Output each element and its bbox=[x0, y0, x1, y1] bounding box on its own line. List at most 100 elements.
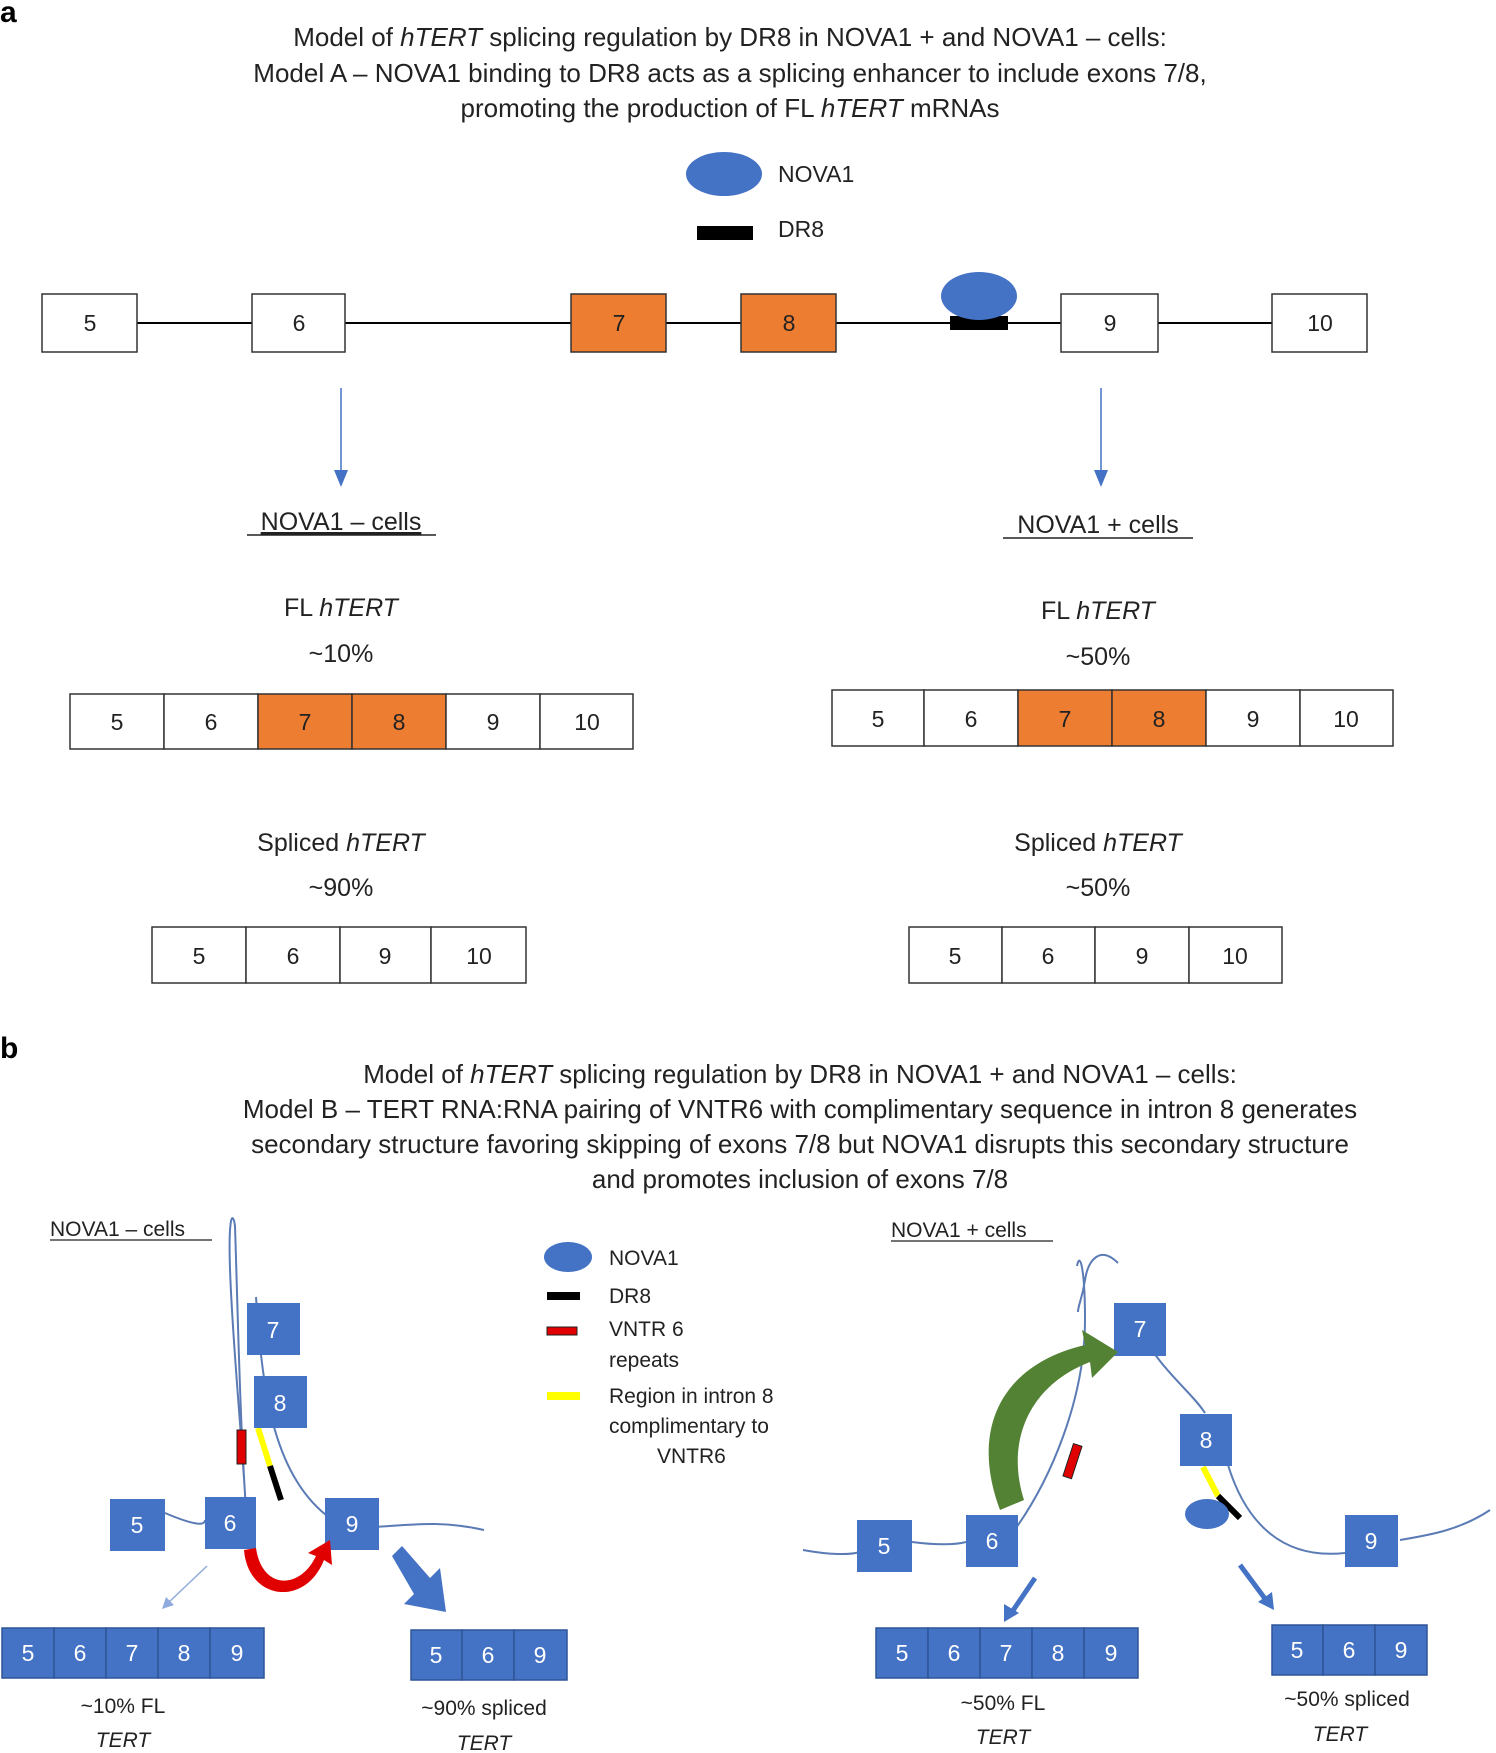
exon-label: 8 bbox=[1052, 1640, 1065, 1666]
panel-b-right-heading: NOVA1 + cells bbox=[891, 1219, 1027, 1242]
exon-label: 9 bbox=[231, 1640, 244, 1666]
b-right-sp-gene: TERT bbox=[1313, 1723, 1370, 1746]
dr8-element bbox=[950, 316, 1008, 330]
b-right-exon-9 bbox=[1345, 1515, 1398, 1567]
exon-label: 5 bbox=[949, 943, 962, 969]
panel-a-left-sp-transcript: 5 6 9 10 bbox=[151, 926, 527, 984]
exon-label: 5 bbox=[131, 1512, 144, 1538]
legend-b-dr8-icon bbox=[547, 1292, 580, 1300]
b-left-exon-6 bbox=[205, 1497, 256, 1549]
b-right-arrow-left bbox=[1009, 1576, 1038, 1614]
panel-a-right-sp-pct: ~50% bbox=[1066, 874, 1131, 902]
b-right-exon-7 bbox=[1114, 1303, 1166, 1356]
exon-label: 6 bbox=[948, 1640, 961, 1666]
exon-label: 10 bbox=[466, 943, 492, 969]
gene-exon-10-label: 10 bbox=[1307, 310, 1333, 336]
b-right-sp-transcript: 5 6 9 bbox=[1271, 1624, 1428, 1676]
b-right-arrow-right bbox=[1237, 1563, 1269, 1602]
panel-a-left-sp-pct: ~90% bbox=[309, 874, 374, 902]
b-right-fl-label: ~50% FL bbox=[961, 1692, 1046, 1715]
exon-label: 9 bbox=[487, 709, 500, 735]
exon-label: 7 bbox=[299, 709, 312, 735]
exon-label: 6 bbox=[986, 1528, 999, 1554]
legend-b-vntr-label1: VNTR 6 bbox=[609, 1318, 684, 1341]
legend-b-region-label2: complimentary to bbox=[609, 1415, 769, 1438]
b-right-fl-transcript: 5 6 7 8 9 bbox=[875, 1627, 1139, 1679]
panel-a-right-fl-title: FL hTERT bbox=[1041, 597, 1157, 625]
b-left-fl-transcript: 5 6 7 8 9 bbox=[1, 1627, 265, 1679]
gene-exon-9-label: 9 bbox=[1104, 310, 1117, 336]
panel-a-left-fl-title: FL hTERT bbox=[284, 594, 400, 622]
panel-a-title-line2: Model A – NOVA1 binding to DR8 acts as a… bbox=[253, 58, 1206, 88]
exon-label: 5 bbox=[111, 709, 124, 735]
gene-exon-10 bbox=[1271, 293, 1368, 353]
panel-a-left-fl-transcript: 5 6 7 8 9 10 bbox=[69, 693, 634, 750]
skip-arrow-red bbox=[244, 1540, 332, 1593]
exon-label: 5 bbox=[193, 943, 206, 969]
panel-b-title-line3: secondary structure favoring skipping of… bbox=[251, 1129, 1349, 1159]
panel-b-label: b bbox=[0, 1032, 18, 1065]
nova1-bound-icon bbox=[941, 272, 1017, 320]
gene-exon-6 bbox=[251, 293, 346, 353]
exon-label: 8 bbox=[1200, 1427, 1213, 1453]
exon-label: 8 bbox=[1153, 706, 1166, 732]
panel-a-right-sp-transcript: 5 6 9 10 bbox=[908, 926, 1283, 984]
exon-label: 6 bbox=[287, 943, 300, 969]
b-right-exon-6 bbox=[966, 1515, 1018, 1567]
exon-label: 6 bbox=[965, 706, 978, 732]
exon-label: 8 bbox=[178, 1640, 191, 1666]
exon-label: 6 bbox=[482, 1642, 495, 1668]
nova1-bound-icon-right bbox=[1185, 1499, 1229, 1529]
b-left-fl-gene: TERT bbox=[96, 1729, 153, 1752]
panel-a-left-fl-pct: ~10% bbox=[309, 640, 374, 668]
b-left-fl-label: ~10% FL bbox=[81, 1695, 166, 1718]
exon-label: 5 bbox=[1291, 1637, 1304, 1663]
panel-b-left-heading: NOVA1 – cells bbox=[50, 1218, 185, 1241]
legend-dr8-icon bbox=[697, 226, 753, 240]
b-left-sp-transcript: 5 6 9 bbox=[410, 1629, 568, 1681]
gene-exon-7-label: 7 bbox=[613, 310, 626, 336]
legend-b-vntr-icon bbox=[546, 1326, 578, 1336]
exon-label: 9 bbox=[534, 1642, 547, 1668]
intron8-region-marker bbox=[255, 1427, 273, 1467]
exon-label: 8 bbox=[393, 709, 406, 735]
vntr6-marker-right bbox=[1062, 1442, 1083, 1480]
gene-exon-9 bbox=[1060, 293, 1159, 353]
panel-a-label: a bbox=[0, 0, 17, 29]
panel-a-right-fl-transcript: 5 6 7 8 9 10 bbox=[831, 689, 1394, 747]
b-right-arrow-right-head bbox=[1258, 1592, 1274, 1610]
b-left-exon-8 bbox=[254, 1376, 307, 1428]
b-left-sp-gene: TERT bbox=[457, 1732, 514, 1753]
legend-b-nova1-icon bbox=[544, 1242, 592, 1272]
exon-label: 7 bbox=[1000, 1640, 1013, 1666]
b-left-exon-7 bbox=[247, 1303, 300, 1355]
exon-label: 7 bbox=[1059, 706, 1072, 732]
dr8-marker bbox=[267, 1465, 284, 1501]
arrow-head-right bbox=[1094, 470, 1108, 487]
exon-label: 5 bbox=[22, 1640, 35, 1666]
exon-label: 5 bbox=[896, 1640, 909, 1666]
exon-label: 7 bbox=[1134, 1316, 1147, 1342]
gene-exon-5-label: 5 bbox=[84, 310, 97, 336]
panel-a-right-sp-title: Spliced hTERT bbox=[1014, 829, 1183, 857]
exon-label: 6 bbox=[74, 1640, 87, 1666]
exon-label: 9 bbox=[379, 943, 392, 969]
legend-b-region-label3: VNTR6 bbox=[657, 1445, 726, 1468]
exon-label: 9 bbox=[1136, 943, 1149, 969]
panel-b-title-line1: Model of hTERT splicing regulation by DR… bbox=[363, 1059, 1237, 1089]
legend-b-region-icon bbox=[547, 1392, 580, 1400]
exon-label: 6 bbox=[224, 1510, 237, 1536]
b-left-sp-label: ~90% spliced bbox=[421, 1697, 547, 1720]
b-left-exon-9 bbox=[325, 1498, 379, 1550]
legend-b-dr8-label: DR8 bbox=[609, 1285, 651, 1308]
b-right-fl-gene: TERT bbox=[976, 1726, 1033, 1749]
panel-a-left-sp-title: Spliced hTERT bbox=[257, 829, 426, 857]
exon-label: 6 bbox=[1042, 943, 1055, 969]
exon-label: 10 bbox=[574, 709, 600, 735]
b-right-exon-8 bbox=[1180, 1414, 1232, 1466]
exon-label: 7 bbox=[267, 1317, 280, 1343]
legend-b-vntr-label2: repeats bbox=[609, 1349, 679, 1372]
gene-exon-6-label: 6 bbox=[293, 310, 306, 336]
legend-b-nova1-label: NOVA1 bbox=[609, 1247, 679, 1270]
include-arrow-green bbox=[988, 1330, 1118, 1510]
